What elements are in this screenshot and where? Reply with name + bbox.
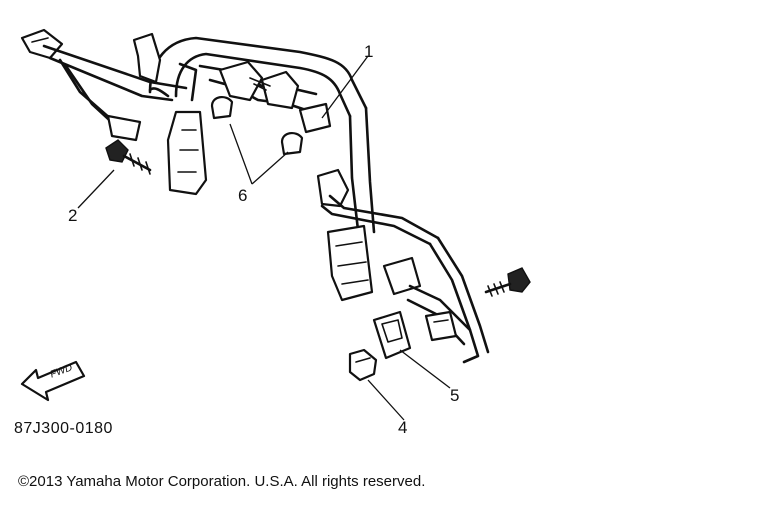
bolt-left: [105, 139, 152, 175]
main-bracket-frame: [20, 28, 490, 364]
copyright-notice: ©2013 Yamaha Motor Corporation. U.S.A. A…: [18, 473, 426, 490]
leader-lines: [77, 55, 451, 421]
callout-5: 5: [450, 386, 460, 405]
mount-bracket-part-5: [372, 310, 412, 360]
part-code: 87J300-0180: [14, 420, 113, 437]
nut-part-4: [348, 348, 378, 382]
bolt-right: [484, 267, 531, 297]
clamp-pair: [210, 96, 304, 156]
callout-1: 1: [364, 42, 374, 61]
callout-2: 2: [68, 206, 78, 225]
callout-4: 4: [398, 418, 408, 437]
forward-arrow-icon: [20, 360, 86, 402]
callout-6: 6: [238, 186, 248, 205]
